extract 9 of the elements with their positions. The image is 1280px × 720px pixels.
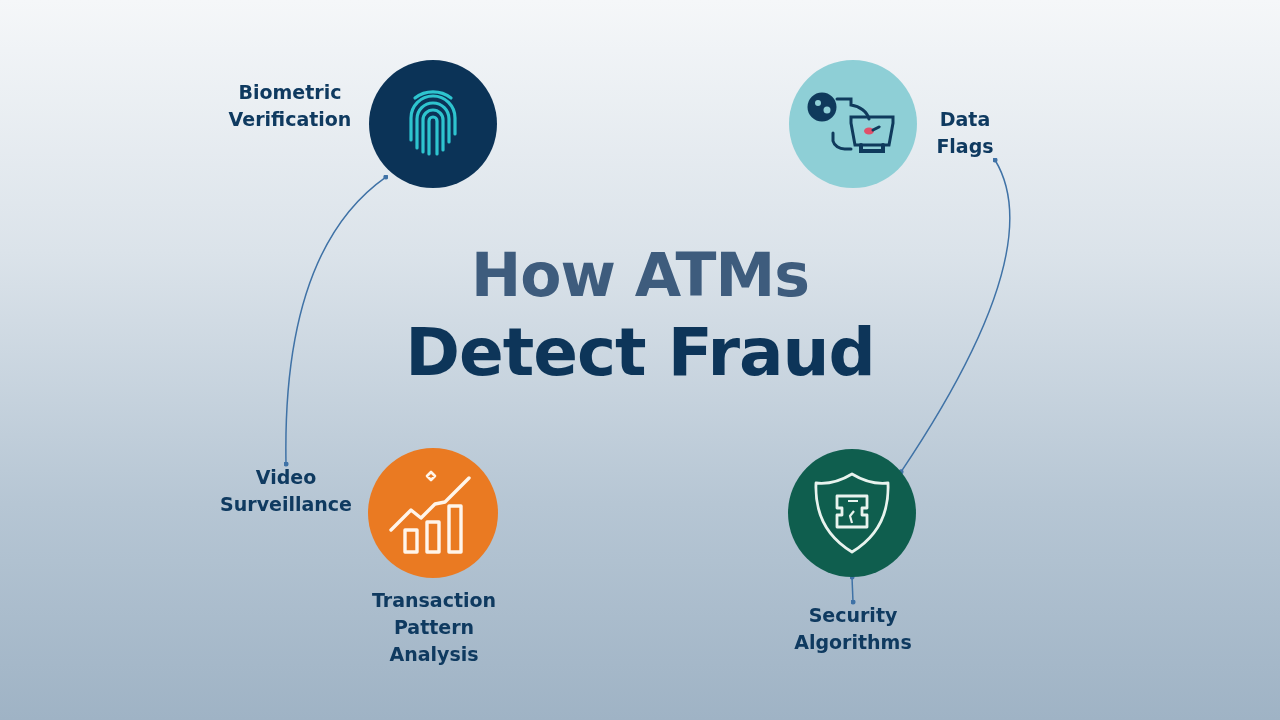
node-label: Data Flags — [920, 106, 1010, 160]
connector-line — [898, 157, 1011, 475]
connector-line — [849, 574, 856, 605]
node-label: Biometric Verification — [200, 79, 380, 133]
node-label: Transaction Pattern Analysis — [354, 587, 514, 668]
connector-line — [283, 174, 389, 467]
node-label: Video Surveillance — [200, 464, 372, 518]
title: How ATMs Detect Fraud — [404, 239, 876, 392]
node-label: Security Algorithms — [763, 602, 943, 656]
